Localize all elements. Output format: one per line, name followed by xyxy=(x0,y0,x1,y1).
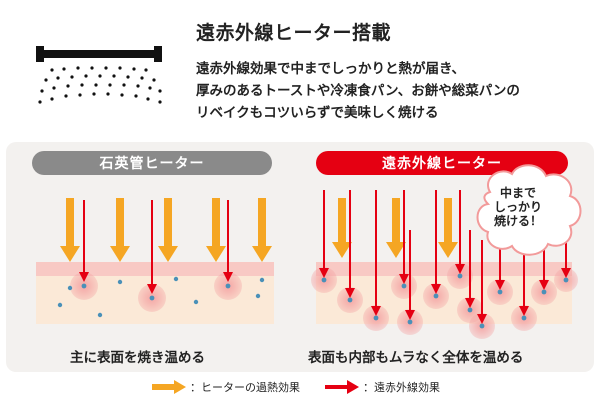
callout-line-1: 中まで xyxy=(499,186,536,200)
quartz-red-arrows xyxy=(79,200,233,294)
red-arrow-icon xyxy=(325,380,359,394)
description-line-3: リベイクもコツいらずで美味しく焼ける xyxy=(196,105,439,121)
heater-icon xyxy=(36,46,162,104)
callout-line-2: しっかり xyxy=(493,200,542,214)
far-infrared-caption: 表面も内部もムラなく全体を温める xyxy=(308,350,524,366)
description-line-1: 遠赤外線効果で中までしっかりと熱が届き、 xyxy=(196,61,466,77)
description-line-2: 厚みのあるトーストや冷凍食パン、お餅や総菜パンの xyxy=(196,83,520,99)
quartz-yellow-arrows xyxy=(60,198,272,262)
callout-text: 中まで しっかり 焼ける！ xyxy=(470,186,566,228)
far-infrared-red-arrows xyxy=(323,190,567,314)
legend-item-far-infrared: ：遠赤外線効果 xyxy=(325,379,440,395)
far-infrared-red-arrowheads xyxy=(319,264,571,324)
far-infrared-yellow-arrows xyxy=(332,198,458,258)
callout-line-3: 焼ける！ xyxy=(493,214,542,228)
legend-label-far-infrared: ：遠赤外線効果 xyxy=(363,381,440,394)
legend-item-heater: ：ヒーターの過熱効果 xyxy=(152,379,300,395)
quartz-heat-dots xyxy=(57,276,265,318)
page-title: 遠赤外線ヒーター搭載 xyxy=(196,22,392,44)
yellow-arrow-icon xyxy=(152,380,186,394)
quartz-heater-label: 石英管ヒーター xyxy=(32,151,272,175)
callout-bubble xyxy=(476,164,582,256)
far-infrared-heat-dots xyxy=(321,273,569,329)
legend-label-heater: ：ヒーターの過熱効果 xyxy=(190,381,300,394)
description: 遠赤外線効果で中までしっかりと熱が届き、 厚みのあるトーストや冷凍食パン、お餅や… xyxy=(196,58,520,124)
quartz-caption: 主に表面を焼き温める xyxy=(70,350,205,366)
